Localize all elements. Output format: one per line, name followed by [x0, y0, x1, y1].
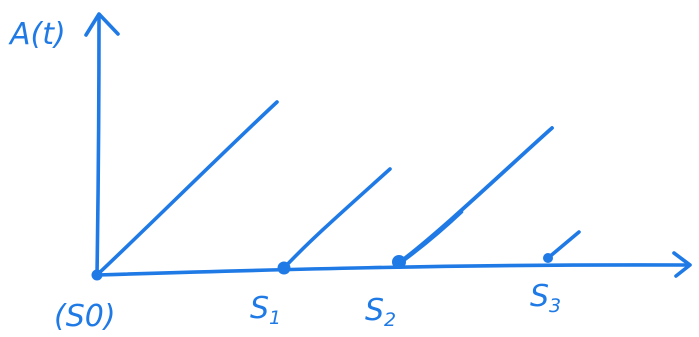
point-label-s3-base: S [530, 279, 549, 314]
ramp-from-s2-double [403, 210, 464, 262]
y-axis-arrowhead [84, 12, 120, 37]
point-label-s3-sub: 3 [549, 295, 561, 317]
y-axis-label: A(t) [8, 17, 66, 52]
ramp-from-s1 [282, 167, 392, 270]
point-label-s2-base: S [365, 293, 384, 328]
ramp-from-s0 [96, 100, 279, 276]
point-label-s1: S1 [250, 291, 281, 329]
dot-s2 [392, 255, 406, 269]
dot-s0 [91, 269, 103, 281]
x-axis-arrowhead [672, 251, 692, 278]
origin-label: (S0) [54, 299, 116, 334]
point-label-s2: S2 [365, 293, 396, 331]
y-axis [95, 16, 101, 277]
x-axis [95, 263, 690, 277]
ramp-from-s2 [398, 126, 554, 264]
dot-s3 [543, 253, 553, 263]
point-label-s2-sub: 2 [384, 309, 396, 331]
dot-s1 [277, 261, 291, 275]
point-label-s1-base: S [250, 291, 269, 326]
ramp-from-s3 [546, 230, 581, 260]
point-label-s1-sub: 1 [269, 307, 281, 329]
point-label-s3: S3 [530, 279, 561, 317]
